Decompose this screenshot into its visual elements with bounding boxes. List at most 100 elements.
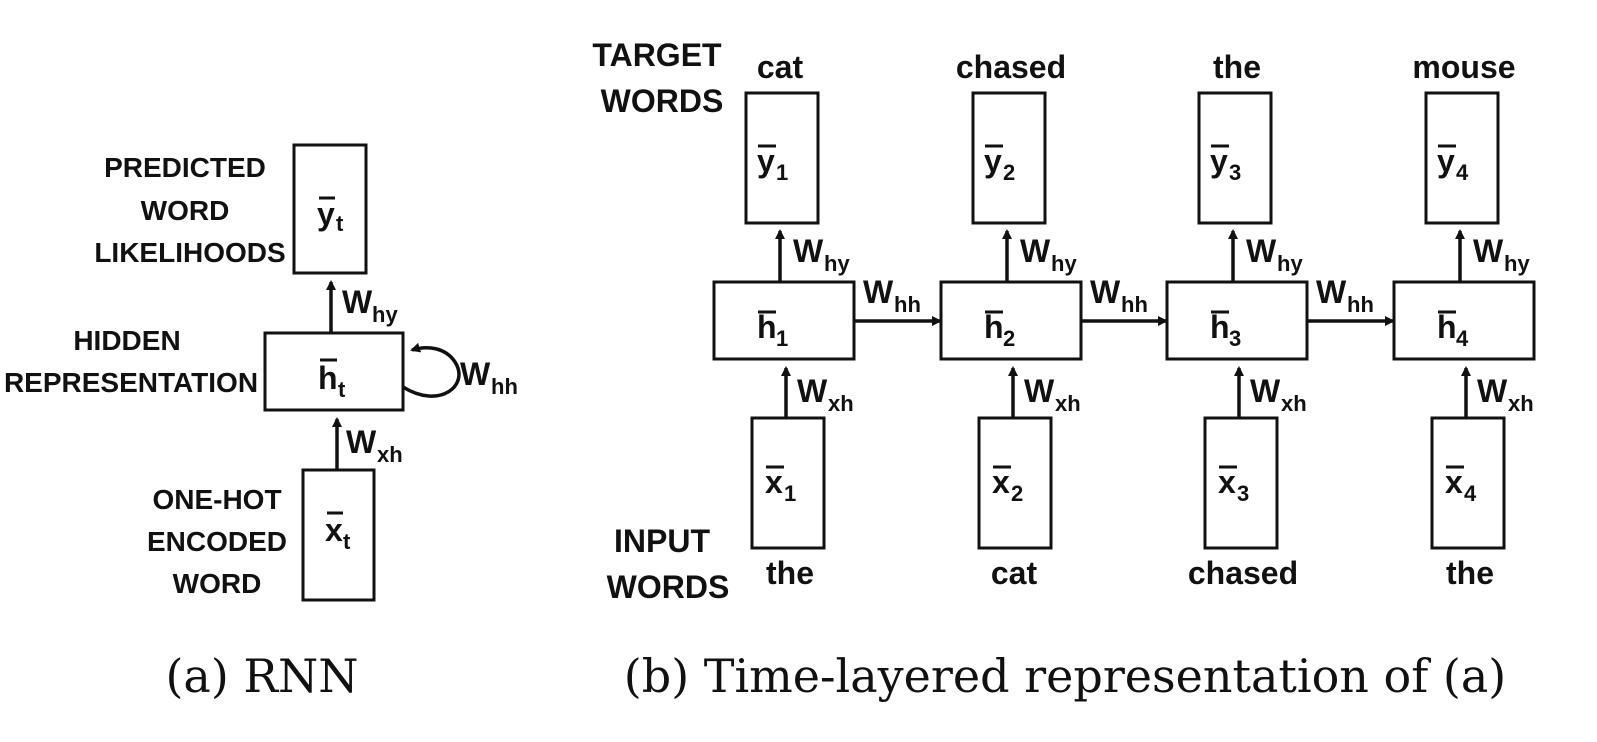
w-hy-label-3-sub: hy [1277, 251, 1303, 276]
target-word-1: cat [757, 49, 804, 85]
output-var-base: y [317, 196, 335, 232]
caption-a: (a) RNN [165, 649, 358, 703]
w-hh-label-1-base: W [863, 274, 894, 310]
input-word-4: the [1446, 555, 1494, 591]
input-node-3 [1203, 416, 1279, 550]
output-label-line-2: WORD [141, 195, 230, 226]
w-xh-sub: xh [377, 442, 403, 467]
w-xh-label-3-base: W [1250, 373, 1281, 409]
hidden-node-1 [712, 280, 856, 361]
output-node-3 [1197, 91, 1273, 225]
w-hh-label-2-sub: hh [1121, 292, 1148, 317]
input-var-2-base: x [992, 464, 1010, 500]
w-hy-label-1-base: W [793, 233, 824, 269]
output-var-4-base: y [1437, 143, 1455, 179]
input-var-1-base: x [765, 464, 783, 500]
w-hy-label-1-sub: hy [824, 251, 850, 276]
hidden-node [263, 331, 405, 412]
output-node [292, 143, 368, 275]
input-word-2: cat [991, 555, 1038, 591]
target-label-line-2: WORDS [601, 83, 724, 119]
hidden-var-2-sub: 2 [1003, 326, 1015, 351]
hidden-label-line-1: HIDDEN [73, 325, 180, 356]
w-hh-label: W hh [460, 356, 518, 399]
input-node-2 [977, 416, 1053, 550]
w-xh-label-4-sub: xh [1508, 391, 1534, 416]
w-hh-sub: hh [491, 374, 518, 399]
output-node-1 [744, 91, 820, 225]
output-var-2-base: y [984, 143, 1002, 179]
output-var-3-base: y [1210, 143, 1228, 179]
output-var: y t [317, 196, 344, 236]
caption-b: (b) Time-layered representation of (a) [624, 649, 1506, 703]
w-hy-label-3-base: W [1246, 233, 1277, 269]
w-xh-label: W xh [346, 424, 403, 467]
input-label-line-1: ONE-HOT [152, 484, 281, 515]
w-hh-label-1-sub: hh [894, 292, 921, 317]
w-hh-label-3-base: W [1316, 274, 1347, 310]
output-node-4 [1424, 91, 1500, 225]
input-var-1-sub: 1 [784, 481, 796, 506]
input-label-line-3: WORD [173, 568, 262, 599]
w-hy-label: W hy [342, 284, 398, 327]
hidden-var-4-sub: 4 [1456, 326, 1469, 351]
hidden-var-2-base: h [984, 309, 1004, 345]
hidden-var: h t [318, 358, 346, 402]
w-hh-base: W [460, 356, 491, 392]
w-xh-label-1-base: W [797, 373, 828, 409]
input-words-label-line-1: INPUT [614, 523, 710, 559]
input-var-3-base: x [1218, 464, 1236, 500]
input-words-label-line-2: WORDS [607, 569, 730, 605]
target-word-3: the [1213, 49, 1261, 85]
output-var-1-sub: 1 [776, 160, 788, 185]
input-var-2-sub: 2 [1011, 481, 1023, 506]
hidden-var-4-base: h [1437, 309, 1457, 345]
input-var-4-sub: 4 [1464, 481, 1477, 506]
hidden-var-base: h [318, 360, 338, 396]
target-word-2: chased [956, 49, 1066, 85]
output-label-line-1: PREDICTED [104, 152, 266, 183]
w-xh-label-3-sub: xh [1281, 391, 1307, 416]
w-xh-label-2-sub: xh [1055, 391, 1081, 416]
input-var-4-base: x [1445, 464, 1463, 500]
w-hy-label-2-sub: hy [1051, 251, 1077, 276]
input-word-3: chased [1188, 555, 1298, 591]
input-var-3-sub: 3 [1237, 481, 1249, 506]
input-var-sub: t [343, 529, 351, 554]
target-word-4: mouse [1412, 49, 1515, 85]
output-node-2 [971, 91, 1047, 225]
w-xh-label-1-sub: xh [828, 391, 854, 416]
input-var: x t [325, 511, 351, 554]
hidden-var-sub: t [338, 377, 346, 402]
w-xh-label-2-base: W [1024, 373, 1055, 409]
target-label-line-1: TARGET [592, 37, 722, 73]
hidden-node-4 [1392, 280, 1536, 361]
hidden-node-2 [939, 280, 1083, 361]
